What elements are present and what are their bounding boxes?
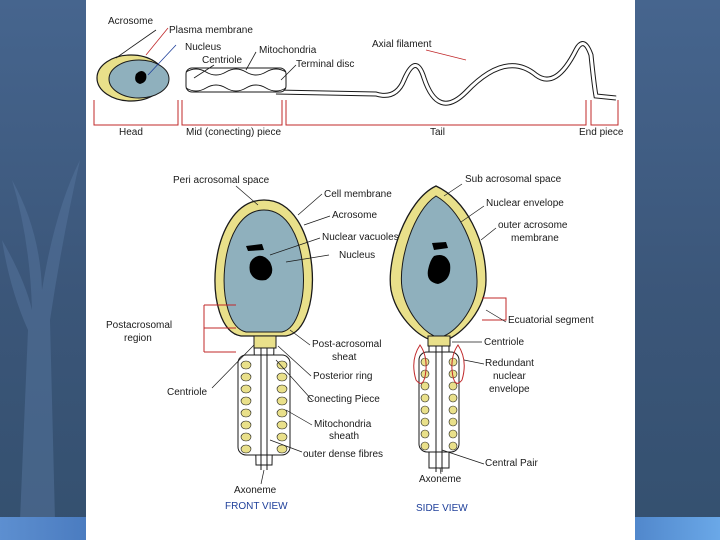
label-acrosome-front: Acrosome [332,210,377,221]
front-centriole [253,335,277,349]
front-leader-lines [211,185,331,485]
label-postacrosomal-region-1: Postacrosomal [106,320,172,331]
whole-sperm-illustration [93,27,619,126]
label-mitochondria-sheath-2: sheath [329,431,359,442]
bracket-end [590,100,619,126]
label-axial-filament: Axial filament [372,39,432,50]
side-vacuole-large [427,255,451,284]
label-conecting-piece: Conecting Piece [307,394,380,405]
label-nucleus-top: Nucleus [185,42,221,53]
label-cell-membrane: Cell membrane [324,189,392,200]
label-centriole-front: Centriole [167,387,207,398]
label-peri-acrosomal-space: Peri acrosomal space [173,175,270,186]
sperm-anatomy-diagram: Acrosome Plasma membrane Nucleus Mitocho… [93,16,624,514]
front-vacuole-large [249,255,273,281]
bracket-mid [181,100,283,126]
label-redundant-2: nuclear [493,371,526,382]
label-mid-piece: Mid (conecting) piece [186,127,281,138]
label-outer-acrosome-membrane-1: outer acrosome [498,220,568,231]
label-post-acrosomal-sheat-2: sheat [332,352,357,363]
diagram-slide: Acrosome Plasma membrane Nucleus Mitocho… [86,0,635,540]
label-post-acrosomal-sheat-1: Post-acrosomal [312,339,381,350]
side-view-illustration [389,185,507,472]
label-central-pair: Central Pair [485,458,538,469]
label-head: Head [119,127,143,138]
label-outer-acrosome-membrane-2: membrane [511,233,559,244]
label-redundant-3: envelope [489,384,530,395]
label-posterior-ring: Posterior ring [313,371,372,382]
label-acrosome: Acrosome [108,16,153,27]
label-plasma-membrane: Plasma membrane [169,25,253,36]
nuclear-vacuole-top [135,71,147,84]
label-redundant-1: Redundant [485,358,534,369]
front-view-illustration [203,199,314,470]
label-sub-acrosomal-space: Sub acrosomal space [465,174,562,185]
midpiece-mitochondria [185,67,287,93]
label-front-view: FRONT VIEW [225,501,288,512]
label-mitochondria-sheath-1: Mitochondria [314,419,372,430]
bracket-tail [285,100,587,126]
side-vacuole-small [432,242,448,250]
label-nucleus-front: Nucleus [339,250,375,261]
label-nuclear-vacuoles: Nuclear vacuoles [322,232,399,243]
side-mitochondria-sheath [418,351,460,453]
label-centriole-side: Centriole [484,337,524,348]
side-centriole [427,335,451,347]
tree-silhouette-decoration [2,160,80,520]
label-postacrosomal-region-2: region [124,333,152,344]
label-side-view: SIDE VIEW [416,503,468,514]
label-axoneme-side: Axoneme [419,474,462,485]
bracket-head [93,100,179,126]
label-outer-dense-fibres: outer dense fibres [303,449,383,460]
label-mitochondria-top: Mitochondria [259,45,317,56]
label-nuclear-envelope: Nuclear envelope [486,198,564,209]
label-end-piece: End piece [579,127,624,138]
side-leader-lines [439,183,507,475]
label-terminal-disc: Terminal disc [296,59,354,70]
side-redundant-envelope [451,344,465,384]
label-axoneme-front: Axoneme [234,485,277,496]
front-vacuole-small [246,244,264,251]
label-tail: Tail [430,127,445,138]
label-centriole-top: Centriole [202,55,242,66]
front-mitochondria-sheath [237,354,291,456]
label-ecuatorial-segment: Ecuatorial segment [508,315,594,326]
side-redundant-envelope-left [413,344,427,384]
